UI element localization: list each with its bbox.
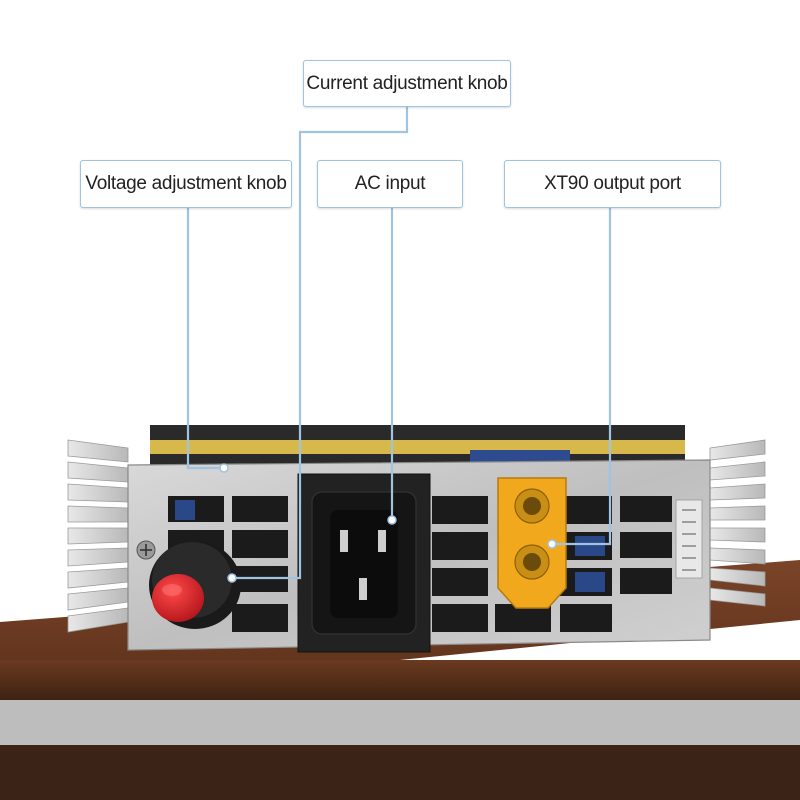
label-sticker-lines: [682, 509, 696, 571]
voltage-knob-icon[interactable]: [149, 541, 241, 629]
heatsink-right: [709, 439, 766, 607]
ac-input-socket-icon[interactable]: [297, 473, 431, 653]
floor-shadow: [0, 745, 800, 800]
label-sticker: [675, 499, 703, 579]
callout-voltage-text: Voltage adjustment knob: [85, 173, 287, 194]
callout-current-adjustment-knob: Current adjustment knob: [303, 60, 511, 107]
callout-ac-input: AC input: [317, 160, 463, 208]
heatsink-left: [67, 439, 129, 633]
leader-xt90: [552, 206, 612, 546]
callout-xt90-text: XT90 output port: [544, 173, 681, 194]
callout-ac-text: AC input: [354, 173, 426, 194]
leader-endpoints: [219, 463, 557, 583]
internal-blue-parts: [175, 500, 605, 592]
xt90-port-icon[interactable]: [497, 477, 567, 609]
screw-icon: [136, 540, 156, 560]
table-front: [0, 660, 800, 700]
leader-voltage: [186, 206, 224, 470]
callout-voltage-adjustment-knob: Voltage adjustment knob: [80, 160, 292, 208]
pcb-edge: [150, 440, 685, 454]
leader-current: [232, 105, 409, 580]
callout-current-text: Current adjustment knob: [306, 72, 508, 94]
leader-lines: [186, 105, 612, 580]
callout-xt90-output-port: XT90 output port: [504, 160, 721, 208]
